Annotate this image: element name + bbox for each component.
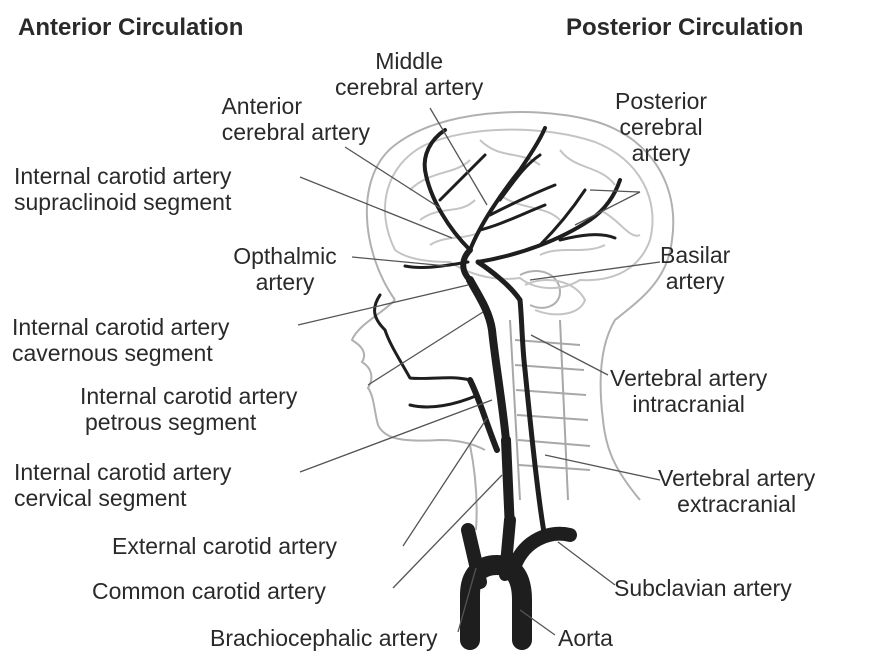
posterior-circulation-header: Posterior Circulation	[566, 14, 803, 42]
arteries	[375, 128, 620, 640]
subclavian-trunk	[515, 534, 570, 565]
pca-branch	[478, 180, 620, 262]
external-carotid	[470, 380, 497, 450]
common-carotid	[506, 440, 510, 530]
aorta-label: Aorta	[558, 625, 613, 651]
facial-branch	[385, 330, 470, 380]
internal-carotid	[470, 280, 506, 440]
neck-front	[470, 445, 477, 530]
anterior-circulation-header: Anterior Circulation	[18, 14, 243, 42]
subclavian-artery-label: Subclavian artery	[614, 575, 792, 601]
common-carotid-artery-label: Common carotid artery	[92, 578, 326, 604]
aca-branch	[425, 130, 470, 250]
head-outline	[352, 112, 673, 530]
siphon	[463, 250, 470, 280]
external-carotid-artery-label: External carotid artery	[112, 533, 337, 559]
brachiocephalic-artery-label: Brachiocephalic artery	[210, 625, 438, 651]
basilar	[478, 262, 520, 300]
